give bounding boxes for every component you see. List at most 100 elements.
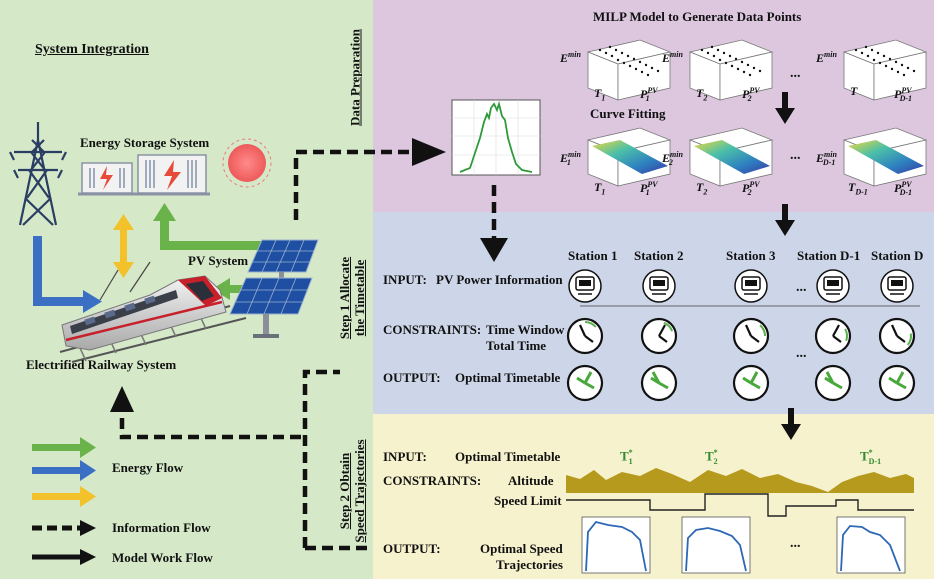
station-label-d1: Station D-1 xyxy=(797,248,861,263)
axis-label-emin-3: Emin xyxy=(816,50,837,65)
dashed-arrowhead xyxy=(110,386,134,412)
constraint-clocks xyxy=(566,317,916,355)
solar-panel-icon xyxy=(229,239,319,338)
yellow-arrow-icon xyxy=(32,486,96,507)
legend-model-work-flow: Model Work Flow xyxy=(112,550,213,565)
axis-label-pd1: PPVD-1 xyxy=(894,86,913,104)
step2-constraints-key: CONSTRAINTS: xyxy=(383,473,482,488)
speed-limit-label: Speed Limit xyxy=(494,493,562,508)
altitude-label: Altitude xyxy=(508,473,554,488)
solid-arrow-icon xyxy=(32,549,96,565)
fit-plot-2 xyxy=(688,127,774,187)
station-label-2: Station 2 xyxy=(634,248,684,263)
speed-trajectory-plot-1 xyxy=(581,516,651,574)
step1-constraints-key: CONSTRAINTS: xyxy=(383,322,482,337)
step1-input-value: PV Power Information xyxy=(436,272,563,287)
bottom-row-ellipsis: ... xyxy=(790,148,801,163)
optimal-timetable-clock-icon xyxy=(878,364,916,402)
step2-label-line2: Speed Trajectories xyxy=(352,439,367,543)
step2-label-line1: Step 2 Obtain xyxy=(337,452,352,530)
transmission-tower-icon xyxy=(9,122,67,226)
axis-label-p2: PPV2 xyxy=(742,86,760,104)
axis-label-td1-b: TD-1 xyxy=(848,180,868,197)
station-monitor-icon xyxy=(642,269,676,303)
axis-label-t: T xyxy=(850,84,858,98)
axis-label-pd1-b: PPVD-1 xyxy=(894,180,913,198)
model-workflow-arrows xyxy=(775,92,801,440)
legend-icons xyxy=(32,437,96,565)
axis-label-p1-b: PPV1 xyxy=(640,180,658,198)
time-window-clock-icon xyxy=(640,317,678,355)
timetable-mark-2: T*2 xyxy=(705,448,718,466)
milp-title: MILP Model to Generate Data Points xyxy=(593,9,802,24)
step2-input-value: Optimal Timetable xyxy=(455,449,561,464)
speed-trajectory-plot-3 xyxy=(836,516,906,574)
pv-power-curve-chart xyxy=(451,99,541,176)
fit-plot-3 xyxy=(842,127,928,187)
clock-ellipsis: ... xyxy=(796,346,807,361)
speed-limit-profile xyxy=(566,493,914,517)
step1-label-line2: the Timetable xyxy=(352,259,367,337)
optimal-timetable-clock-icon xyxy=(732,364,770,402)
step2-output-line2: Trajectories xyxy=(496,557,563,572)
blue-arrow-icon xyxy=(32,460,96,481)
train-icon xyxy=(59,261,247,363)
top-row-ellipsis: ... xyxy=(790,66,801,81)
yellow-energy-arrow xyxy=(113,214,134,278)
info-flow-to-data xyxy=(293,149,497,240)
info-arrowhead-down xyxy=(480,238,508,262)
optimal-timetable-clock-icon xyxy=(640,364,678,402)
output-clocks xyxy=(566,364,916,402)
altitude-profile xyxy=(566,468,914,493)
sun-icon xyxy=(222,138,272,188)
legend-information-flow: Information Flow xyxy=(112,520,211,535)
pv-system-label: PV System xyxy=(188,253,249,268)
time-window-clock-icon xyxy=(814,317,852,355)
information-flow-arrow xyxy=(119,369,370,551)
step1-constraint-time-window: Time Window xyxy=(486,322,565,337)
step2-input-key: INPUT: xyxy=(383,449,427,464)
green-arrow-icon xyxy=(32,437,96,458)
battery-storage-icon xyxy=(78,154,210,196)
axis-label-p1: PPV1 xyxy=(640,86,658,104)
axis-label-e1min: Emin1 xyxy=(560,150,581,168)
station-label-d: Station D xyxy=(871,248,924,263)
speed-trajectory-plot-2 xyxy=(681,516,751,574)
dashed-arrow-icon xyxy=(32,520,96,536)
milp-plot-2 xyxy=(688,39,774,101)
energy-storage-label: Energy Storage System xyxy=(80,135,210,150)
axis-label-t2: T2 xyxy=(696,86,708,103)
axis-label-ed1min: EminD-1 xyxy=(816,150,837,168)
timetable-mark-d1: T*D-1 xyxy=(860,448,882,466)
optimal-timetable-clock-icon xyxy=(814,364,852,402)
milp-plot-1 xyxy=(586,39,672,101)
time-window-clock-icon xyxy=(732,317,770,355)
step2-output-key: OUTPUT: xyxy=(383,541,441,556)
step1-input-key: INPUT: xyxy=(383,272,427,287)
step1-output-value: Optimal Timetable xyxy=(455,370,561,385)
station-label-3: Station 3 xyxy=(726,248,776,263)
info-arrowhead-right xyxy=(412,138,446,166)
step1-output-key: OUTPUT: xyxy=(383,370,441,385)
railway-system-label: Electrified Railway System xyxy=(26,357,177,372)
axis-label-t1-b: T1 xyxy=(594,180,606,197)
green-energy-arrow-top xyxy=(153,203,262,250)
station-ellipsis: ... xyxy=(796,280,807,295)
curve-fitting-title: Curve Fitting xyxy=(590,106,666,121)
time-window-clock-icon xyxy=(878,317,916,355)
legend-energy-flow: Energy Flow xyxy=(112,460,184,475)
time-window-clock-icon xyxy=(566,317,604,355)
station-monitor-icon xyxy=(880,269,914,303)
axis-label-e2min: Emin2 xyxy=(662,150,683,168)
data-preparation-label: Data Preparation xyxy=(347,29,363,126)
station-monitor-icon xyxy=(734,269,768,303)
axis-label-emin-1: Emin xyxy=(560,50,581,65)
axis-label-t2-b: T2 xyxy=(696,180,708,197)
axis-label-p2-b: PPV2 xyxy=(742,180,760,198)
timetable-mark-1: T*1 xyxy=(620,448,633,466)
station-monitor-icon xyxy=(568,269,602,303)
system-integration-title: System Integration xyxy=(35,42,149,57)
axis-label-emin-2: Emin xyxy=(662,50,683,65)
